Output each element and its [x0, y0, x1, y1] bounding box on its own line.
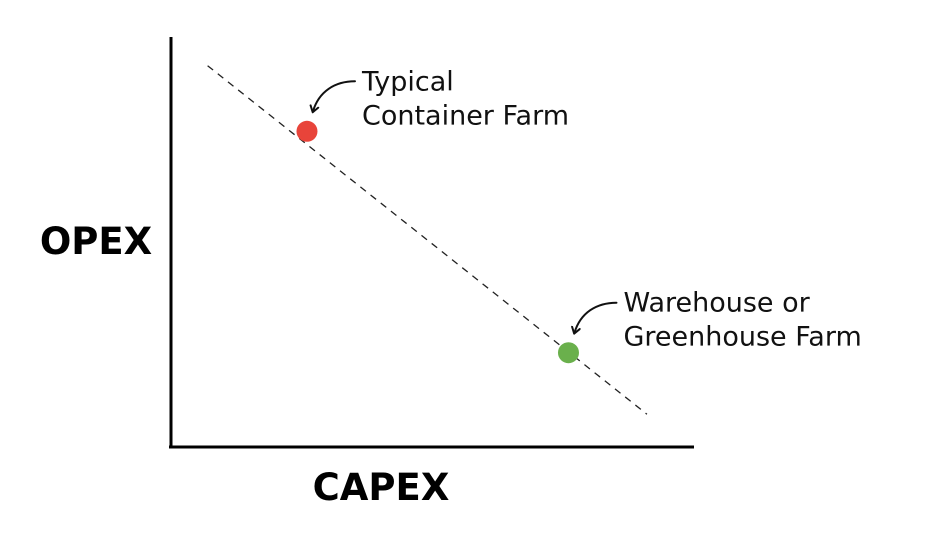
annotation-arrow-0	[309, 80, 356, 114]
data-point-0	[296, 120, 318, 142]
trend-line	[207, 65, 648, 415]
data-point-1	[557, 342, 579, 364]
point-label-1-line-0: Warehouse or	[623, 288, 810, 319]
x-axis-title: CAPEX	[313, 466, 450, 509]
y-axis-title: OPEX	[40, 220, 152, 263]
point-label-1-line-1: Greenhouse Farm	[623, 322, 861, 353]
point-label-0-line-0: Typical	[361, 66, 454, 97]
annotation-arrow-1	[571, 301, 618, 335]
point-label-0-line-1: Container Farm	[362, 100, 569, 131]
